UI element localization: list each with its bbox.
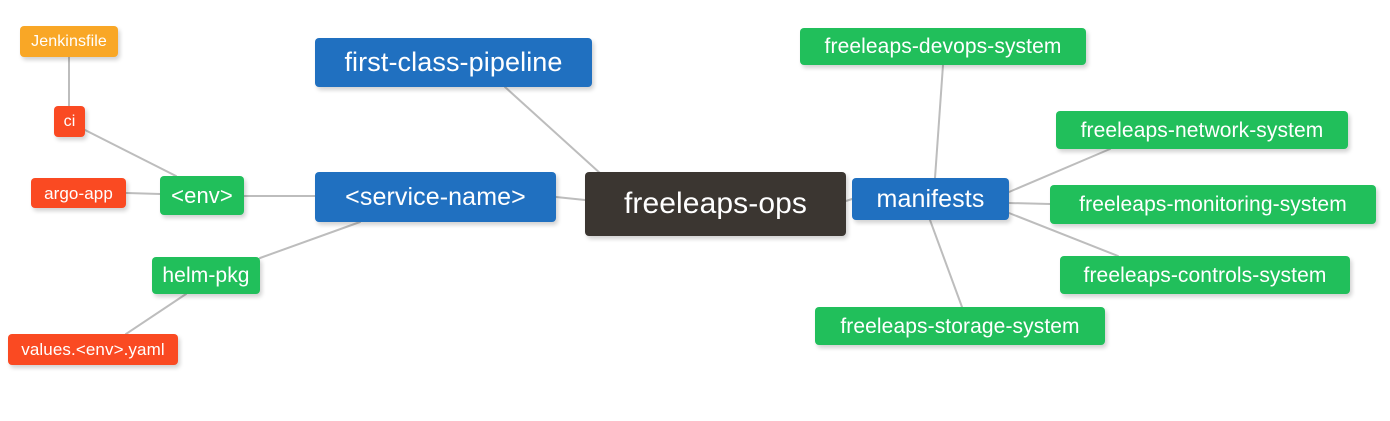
edge-env-to-argo-app: [125, 192, 161, 195]
node-network-system[interactable]: freeleaps-network-system: [1056, 111, 1348, 149]
node-argo-app[interactable]: argo-app: [31, 178, 126, 208]
edge-manifests-to-monitoring-system: [1008, 202, 1051, 205]
node-controls-system[interactable]: freeleaps-controls-system: [1060, 256, 1350, 294]
node-label-storage-system: freeleaps-storage-system: [840, 314, 1080, 338]
node-label-ci: ci: [63, 112, 76, 130]
node-label-argo-app: argo-app: [44, 183, 113, 203]
edge-manifests-to-devops-system: [934, 64, 944, 179]
node-storage-system[interactable]: freeleaps-storage-system: [815, 307, 1105, 345]
edge-service-name-to-helm-pkg: [259, 221, 361, 259]
node-label-manifests: manifests: [876, 184, 985, 213]
edge-helm-pkg-to-values-yaml: [125, 293, 187, 335]
node-monitoring-system[interactable]: freeleaps-monitoring-system: [1050, 185, 1376, 224]
node-devops-system[interactable]: freeleaps-devops-system: [800, 28, 1086, 65]
node-first-class-pipeline[interactable]: first-class-pipeline: [315, 38, 592, 87]
node-label-root: freeleaps-ops: [623, 187, 808, 220]
node-label-env: <env>: [171, 182, 233, 208]
node-service-name[interactable]: <service-name>: [315, 172, 556, 222]
edge-env-to-ci: [84, 129, 177, 177]
node-label-first-class-pipeline: first-class-pipeline: [344, 47, 563, 77]
edge-manifests-to-storage-system: [929, 219, 963, 308]
node-label-network-system: freeleaps-network-system: [1080, 118, 1324, 142]
node-helm-pkg[interactable]: helm-pkg: [152, 257, 260, 294]
node-root[interactable]: freeleaps-ops: [585, 172, 846, 236]
edge-root-to-first-class-pipeline: [504, 86, 602, 175]
node-label-helm-pkg: helm-pkg: [162, 264, 250, 287]
node-manifests[interactable]: manifests: [852, 178, 1009, 220]
edge-root-to-service-name: [555, 196, 586, 201]
node-label-devops-system: freeleaps-devops-system: [824, 35, 1062, 58]
node-values-yaml[interactable]: values.<env>.yaml: [8, 334, 178, 365]
node-label-service-name: <service-name>: [345, 182, 526, 211]
node-label-jenkinsfile: Jenkinsfile: [31, 32, 107, 50]
node-env[interactable]: <env>: [160, 176, 244, 215]
node-jenkinsfile[interactable]: Jenkinsfile: [20, 26, 118, 57]
node-ci[interactable]: ci: [54, 106, 85, 137]
node-label-controls-system: freeleaps-controls-system: [1083, 263, 1327, 287]
node-label-values-yaml: values.<env>.yaml: [21, 340, 165, 359]
node-label-monitoring-system: freeleaps-monitoring-system: [1079, 193, 1347, 216]
